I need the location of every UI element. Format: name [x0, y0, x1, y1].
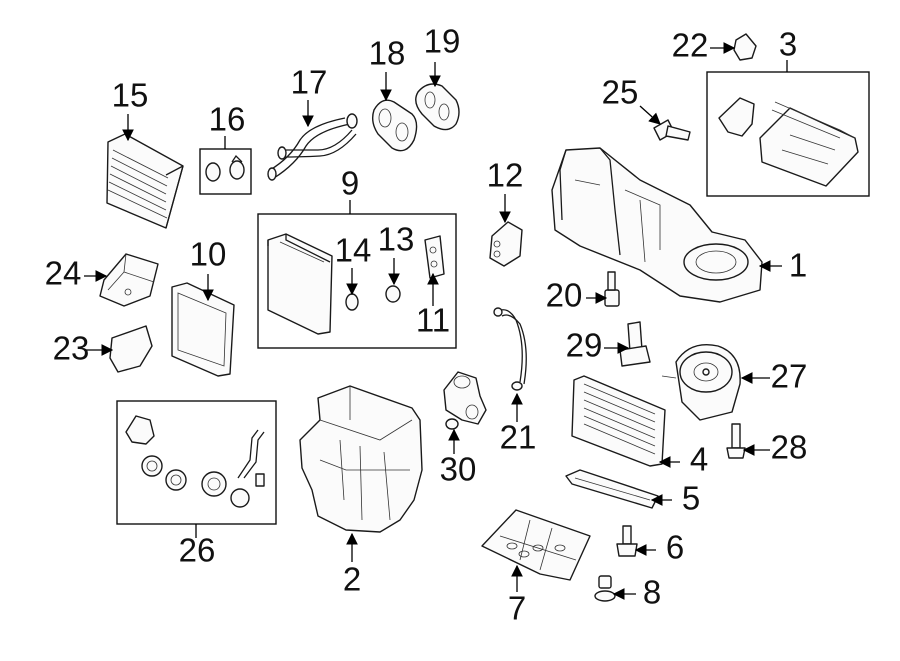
callout-19: 19 — [424, 23, 461, 60]
callout-24: 24 — [45, 255, 82, 292]
callout-10: 10 — [190, 236, 227, 273]
switch-12[interactable] — [489, 221, 523, 267]
callout-2: 2 — [343, 561, 361, 598]
callout-26: 26 — [179, 532, 216, 569]
bolt-28[interactable] — [726, 423, 746, 459]
callout-4: 4 — [690, 441, 708, 478]
callout-3: 3 — [779, 26, 797, 63]
kit-26[interactable] — [116, 400, 277, 525]
callout-6: 6 — [666, 529, 684, 566]
callout-18: 18 — [369, 35, 406, 72]
drain-line-21[interactable] — [493, 307, 527, 391]
control-module-24[interactable] — [99, 253, 159, 307]
filter-frame[interactable] — [171, 282, 235, 377]
callout-29: 29 — [566, 327, 603, 364]
sensor-20[interactable] — [604, 271, 620, 307]
heater-tubes[interactable] — [267, 113, 358, 181]
callout-11: 11 — [416, 302, 450, 339]
actuator-30[interactable] — [443, 371, 487, 430]
clip-22[interactable] — [733, 33, 757, 61]
callout-13: 13 — [378, 221, 415, 258]
callout-22: 22 — [672, 27, 709, 64]
callout-5: 5 — [682, 480, 700, 517]
callout-23: 23 — [53, 330, 90, 367]
callout-9: 9 — [341, 165, 359, 202]
air-duct-assembly[interactable] — [706, 71, 870, 197]
hose-clips[interactable] — [199, 148, 252, 195]
callout-14: 14 — [335, 232, 372, 269]
callout-8: 8 — [643, 574, 661, 611]
grommet-8[interactable] — [594, 575, 616, 602]
heater-core[interactable] — [106, 133, 184, 229]
cabin-filter-4[interactable] — [571, 375, 666, 467]
screw-6[interactable] — [616, 525, 638, 557]
trim-piece-5[interactable] — [565, 469, 659, 509]
bracket-23[interactable] — [109, 325, 153, 373]
callout-30: 30 — [440, 451, 477, 488]
callout-12: 12 — [487, 157, 524, 194]
callout-20: 20 — [546, 277, 583, 314]
heater-housing-2[interactable] — [299, 385, 423, 533]
tray-7[interactable] — [481, 509, 591, 581]
callout-17: 17 — [291, 64, 328, 101]
leader-lines — [84, 42, 788, 600]
bolt-25[interactable] — [653, 119, 691, 141]
callout-1: 1 — [789, 247, 807, 284]
tube-seal-19[interactable] — [415, 83, 460, 131]
tube-seal-18[interactable] — [371, 99, 418, 152]
callout-7: 7 — [508, 590, 526, 627]
hvac-case[interactable] — [551, 147, 763, 303]
blower-motor-27[interactable] — [661, 344, 741, 421]
callout-15: 15 — [112, 77, 149, 114]
callout-21: 21 — [500, 419, 537, 456]
callout-27: 27 — [771, 358, 808, 395]
callout-25: 25 — [602, 74, 639, 111]
callout-labels: 1 2 3 4 5 6 7 8 9 10 11 12 13 14 15 16 1… — [45, 23, 808, 627]
callout-16: 16 — [209, 101, 246, 138]
blower-resistor-29[interactable] — [619, 321, 651, 367]
callout-28: 28 — [771, 429, 808, 466]
